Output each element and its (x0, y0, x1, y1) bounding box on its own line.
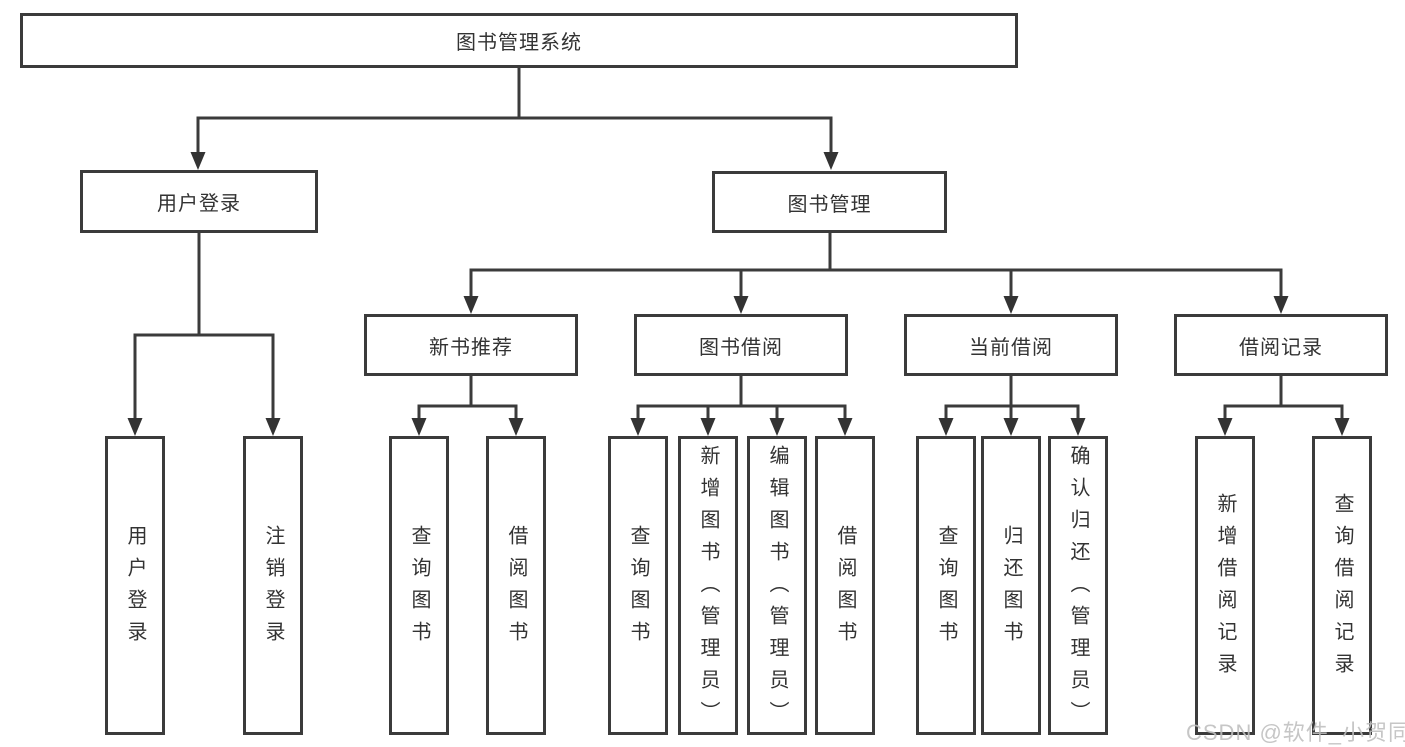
node-leaf-query-books-recommend: 查询图书 (389, 436, 449, 735)
node-new-book-recommend: 新书推荐 (364, 314, 578, 376)
watermark: CSDN @软件_小贺同学 (1186, 720, 1405, 745)
node-current-borrow: 当前借阅 (904, 314, 1118, 376)
node-book-borrow: 图书借阅 (634, 314, 848, 376)
node-leaf-user-login: 用户登录 (105, 436, 165, 735)
node-leaf-query-books-current: 查询图书 (916, 436, 976, 735)
node-leaf-query-borrow-record: 查询借阅记录 (1312, 436, 1372, 735)
node-leaf-borrow-books: 借阅图书 (815, 436, 875, 735)
node-leaf-logout: 注销登录 (243, 436, 303, 735)
node-book-management: 图书管理 (712, 171, 947, 233)
node-leaf-add-borrow-record: 新增借阅记录 (1195, 436, 1255, 735)
node-leaf-return-books: 归还图书 (981, 436, 1041, 735)
node-leaf-borrow-books-recommend: 借阅图书 (486, 436, 546, 735)
node-user-login: 用户登录 (80, 170, 318, 233)
node-leaf-edit-books-admin: 编辑图书（管理员） (747, 436, 807, 735)
node-leaf-query-books-borrow: 查询图书 (608, 436, 668, 735)
node-root: 图书管理系统 (20, 13, 1018, 68)
node-leaf-confirm-return-admin: 确认归还（管理员） (1048, 436, 1108, 735)
node-leaf-add-books-admin: 新增图书（管理员） (678, 436, 738, 735)
node-borrow-records: 借阅记录 (1174, 314, 1388, 376)
